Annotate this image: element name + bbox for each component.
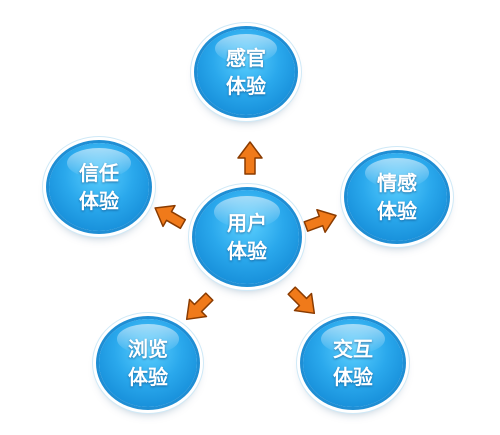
node-label-line2: 体验 xyxy=(377,199,417,223)
node-label-line2: 体验 xyxy=(227,239,267,263)
node-emotion-experience: 情感 体验 xyxy=(347,153,447,241)
arrow-right-icon xyxy=(303,208,337,234)
node-label-line2: 体验 xyxy=(333,365,373,389)
arrow-down-right-icon xyxy=(287,286,316,315)
node-interaction-experience: 交互 体验 xyxy=(303,319,403,407)
node-label-line1: 感官 xyxy=(226,46,266,70)
node-label-line1: 情感 xyxy=(377,171,417,195)
node-label-line2: 体验 xyxy=(226,74,266,98)
node-label-line1: 交互 xyxy=(333,337,373,361)
node-sensory-experience: 感官 体验 xyxy=(197,29,295,115)
node-label-line2: 体验 xyxy=(79,189,119,213)
arrow-up-icon xyxy=(237,141,263,175)
node-label-line1: 用户 xyxy=(227,211,267,235)
node-user-experience-center: 用户 体验 xyxy=(195,190,299,284)
node-trust-experience: 信任 体验 xyxy=(49,143,149,231)
node-browsing-experience: 浏览 体验 xyxy=(99,319,197,407)
node-label-line2: 体验 xyxy=(128,365,168,389)
node-label-line1: 信任 xyxy=(79,161,119,185)
arrow-left-icon xyxy=(154,204,187,230)
node-label-line1: 浏览 xyxy=(128,337,168,361)
arrow-down-left-icon xyxy=(185,292,214,321)
